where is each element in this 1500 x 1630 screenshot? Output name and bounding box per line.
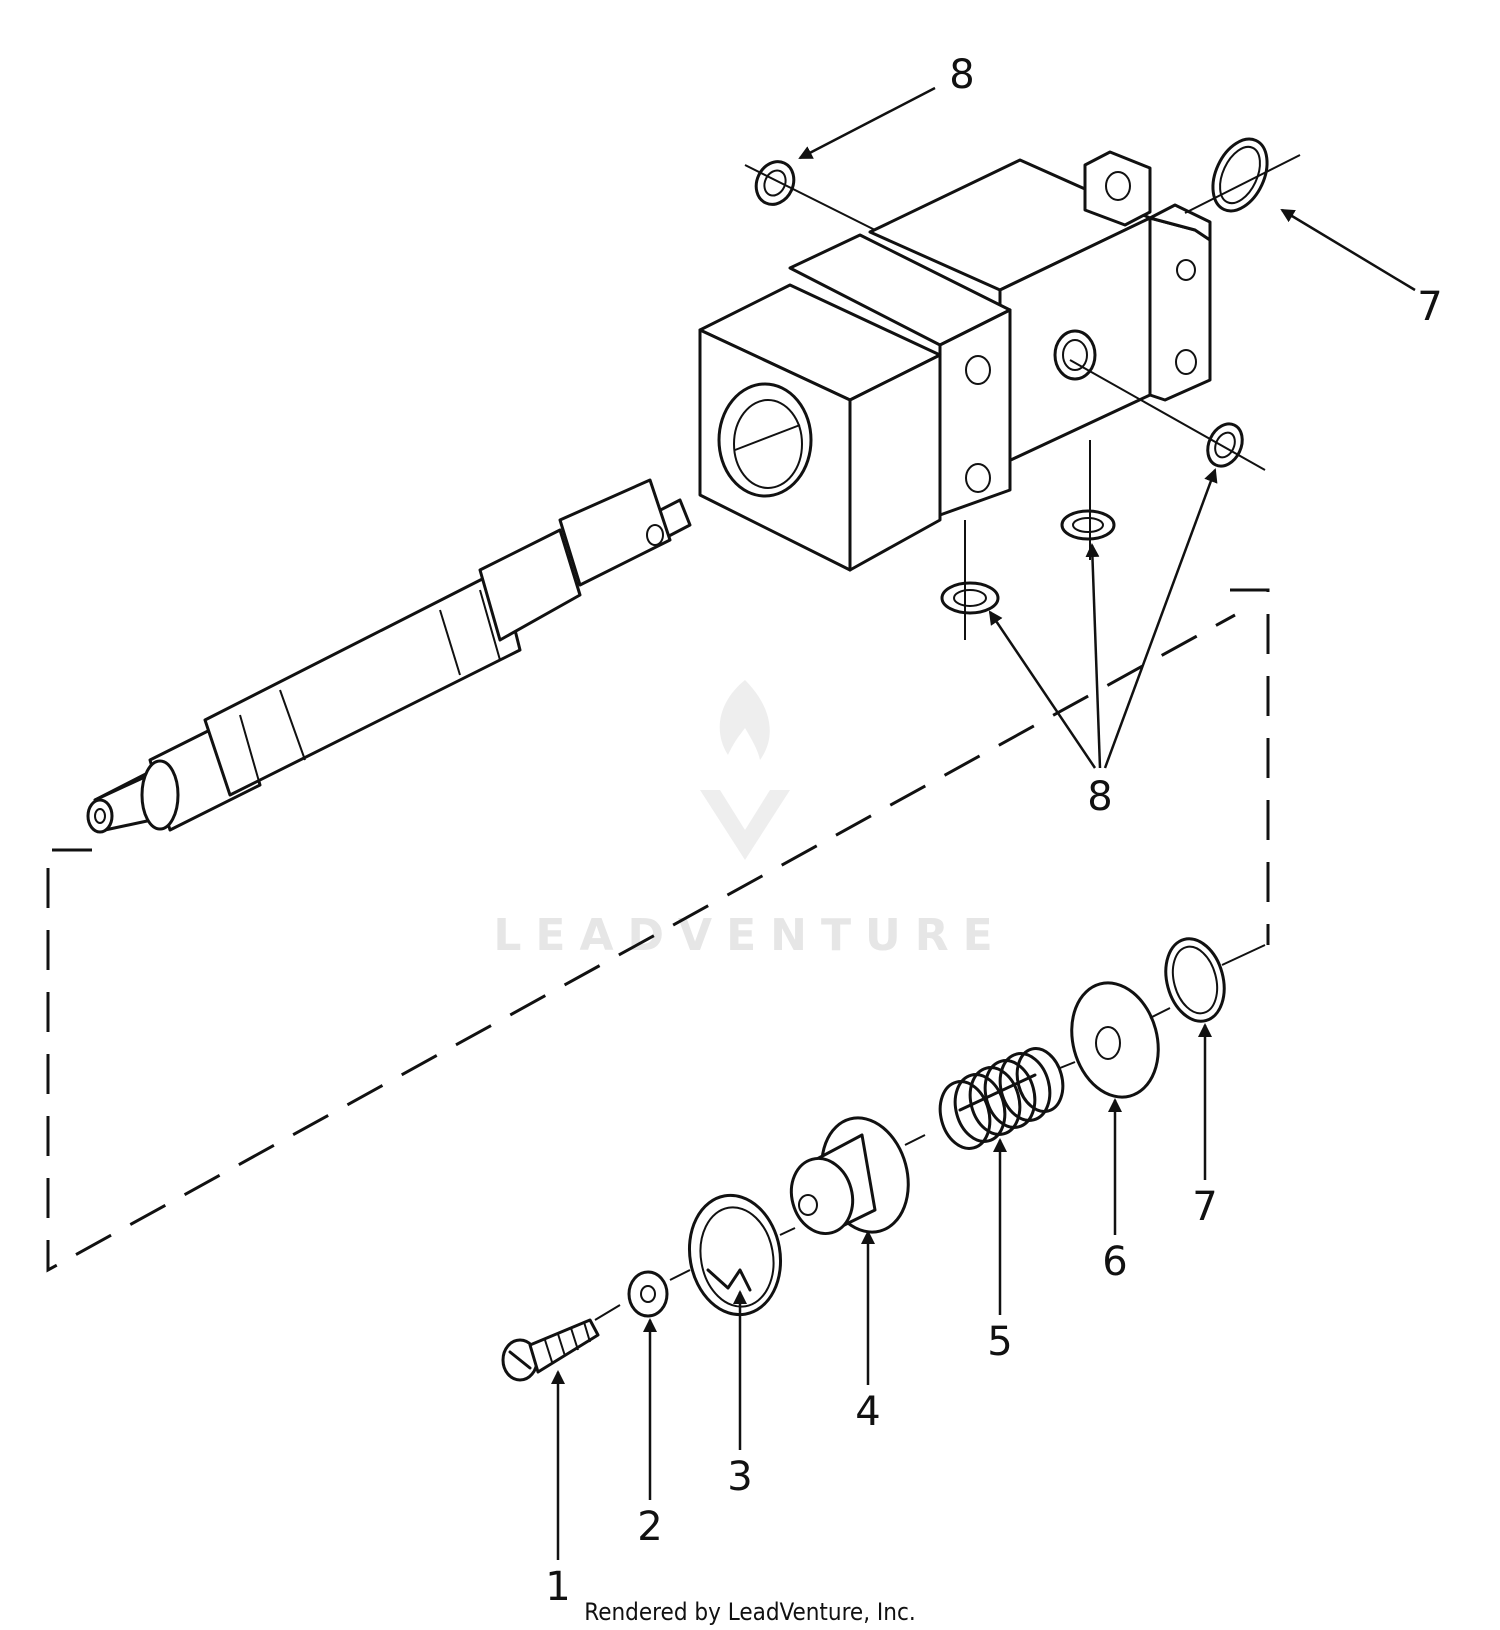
callout-8-middle: 8	[1087, 774, 1112, 820]
o-ring-top-right	[1211, 137, 1269, 213]
part-1-screw	[501, 1318, 600, 1382]
part-6-disc	[1070, 981, 1160, 1099]
valve-body	[698, 150, 1212, 572]
valve-spool	[86, 478, 692, 834]
part-2-washer	[627, 1270, 669, 1318]
callout-7-bottom: 7	[1192, 1184, 1217, 1230]
part-3-retainer	[687, 1193, 783, 1317]
callout-4: 4	[855, 1389, 880, 1435]
watermark-text: LEADVENTURE	[493, 910, 1006, 961]
callout-6: 6	[1102, 1239, 1127, 1285]
part-5-spring	[938, 1047, 1065, 1150]
o-ring-side	[1206, 422, 1244, 468]
watermark-logo	[700, 680, 790, 860]
o-ring-bottom-middle	[1060, 509, 1116, 541]
callout-5: 5	[987, 1319, 1012, 1365]
leader-arrows	[551, 86, 1416, 1560]
callout-3: 3	[727, 1454, 752, 1500]
part-4-cap	[789, 1116, 910, 1236]
callout-7-top: 7	[1417, 284, 1442, 330]
callout-2: 2	[637, 1504, 662, 1550]
assembly-dashed-lines	[46, 588, 1270, 1273]
part-7-o-ring	[1164, 937, 1226, 1023]
callout-1: 1	[545, 1564, 570, 1610]
callout-8-top: 8	[949, 52, 974, 98]
render-credit: Rendered by LeadVenture, Inc.	[584, 1598, 915, 1626]
o-ring-top-left	[754, 160, 796, 206]
o-ring-bottom-left	[940, 581, 1000, 615]
